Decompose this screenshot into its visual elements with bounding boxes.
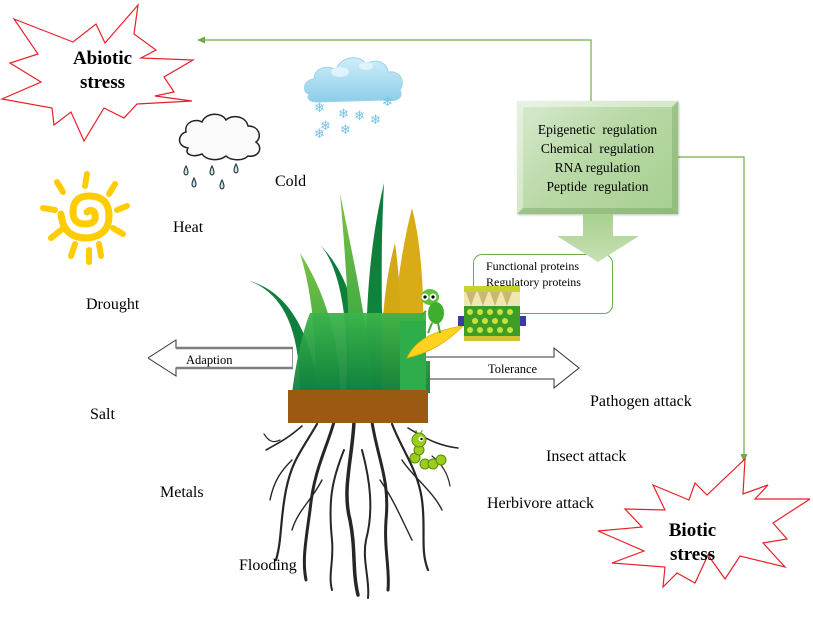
soil-block [288,390,428,423]
label-cold: Cold [275,173,307,190]
connector-to-abiotic [204,39,592,101]
snowflake-icon: ❄ [314,101,325,116]
rain-cloud-icon [178,113,261,190]
abiotic-stress-burst [0,3,196,143]
regulation-item: Epigenetic regulation [537,121,658,137]
snowflake-icon: ❄ [314,127,325,140]
label-flooding: Flooding [239,557,297,574]
snowflake-icon: ❄ [340,123,351,138]
adaption-label: Adaption [186,353,233,367]
regulation-box: Epigenetic regulation Chemical regulatio… [517,101,678,214]
proteins-box: Functional proteins Regulatory proteins [473,254,613,314]
down-arrow-icon [557,214,639,262]
snowflake-icon: ❄ [338,107,349,122]
protein-item: Regulatory proteins [486,275,581,289]
adaption-arrow [148,339,293,377]
abiotic-line1: Abiotic [72,48,133,69]
label-metals: Metals [160,484,204,501]
snowflake-icon: ❄ [320,119,331,134]
snowflake-icon: ❄ [370,113,381,128]
label-pathogen-attack: Pathogen attack [590,393,692,410]
caterpillar-icon [409,430,447,470]
arrowhead-biotic [740,454,748,463]
biotic-line2: stress [669,543,716,565]
sun-icon [40,171,130,265]
label-herbivore-attack: Herbivore attack [487,495,595,512]
abiotic-line2: stress [79,71,126,93]
grass-plant-illustration [250,183,430,423]
label-drought: Drought [86,296,140,313]
tolerance-label: Tolerance [488,362,538,376]
snow-cloud-icon: ❄ ❄ ❄ ❄ ❄ ❄ ❄ ❄ [304,57,403,140]
label-heat: Heat [173,219,204,236]
arrowhead-abiotic [197,36,205,44]
abiotic-stress-label: Abiotic stress [60,47,145,95]
biotic-stress-burst [597,457,810,589]
regulation-item: RNA regulation [554,159,641,175]
connector-to-biotic [678,156,745,455]
biotic-stress-label: Biotic stress [650,519,735,567]
biotic-line1: Biotic [668,520,717,541]
protein-item: Functional proteins [486,259,579,273]
snowflake-icon: ❄ [382,95,393,110]
regulation-item: Peptide regulation [546,178,649,194]
label-salt: Salt [90,406,115,423]
regulation-item: Chemical regulation [540,140,655,156]
snowflake-icon: ❄ [354,109,365,124]
grasshopper-icon [419,289,444,334]
roots-illustration [263,420,459,599]
leaf-cross-section-overlay [458,286,526,341]
label-insect-attack: Insect attack [546,448,627,465]
tolerance-arrow [425,347,580,389]
